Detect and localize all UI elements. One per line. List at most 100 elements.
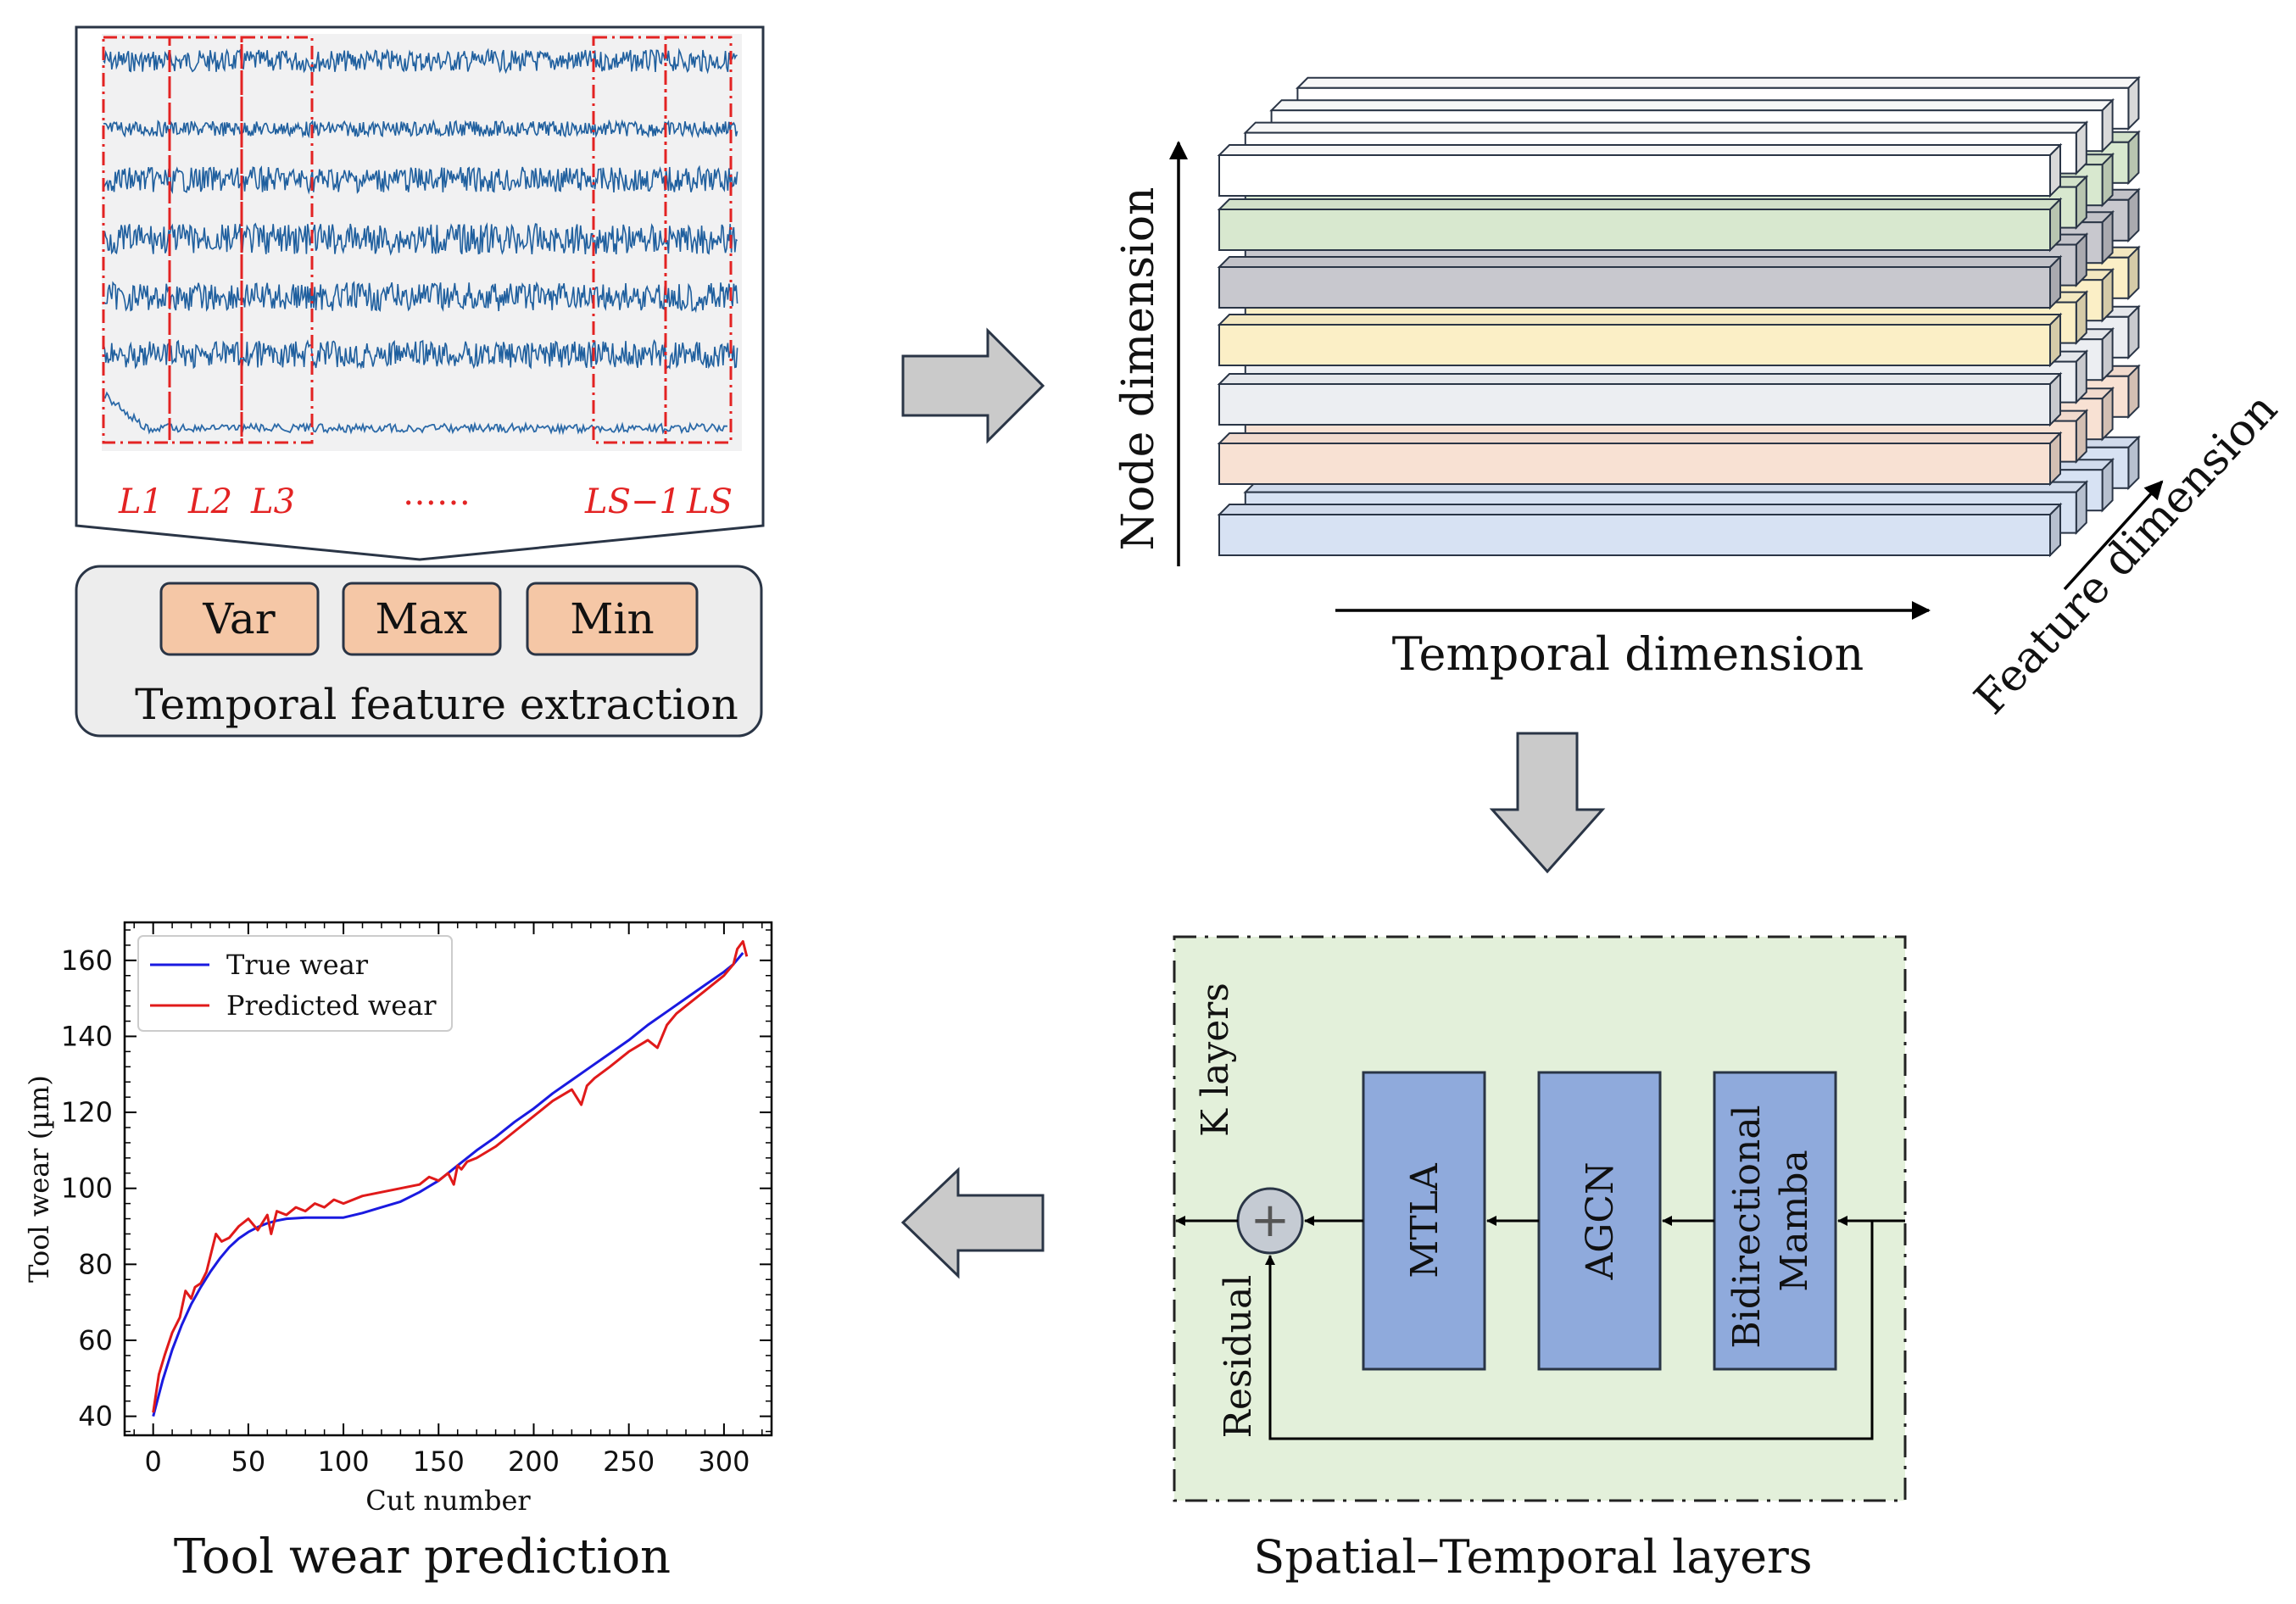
- tensor-slab-top: [1217, 198, 2063, 210]
- signal-trace-1: [103, 47, 738, 75]
- tensor-slab-side: [2049, 142, 2061, 198]
- tensor-slab-side: [2075, 480, 2087, 536]
- residual-label: Residual: [1217, 1275, 1260, 1439]
- tensor-slab-side: [2127, 245, 2140, 301]
- signal-trace-2: [103, 119, 738, 139]
- tensor-slab-side: [2127, 435, 2140, 491]
- feature-axis-arrow: [2063, 480, 2164, 591]
- x-axis-label: Cut number: [365, 1484, 531, 1517]
- temporal-axis-label: Temporal dimension: [1392, 627, 1864, 681]
- mamba-label-line1: Bidirectional: [1725, 1105, 1769, 1348]
- tensor-slab-front: [1218, 266, 2051, 309]
- tensor-slab-side: [2101, 386, 2114, 442]
- feature-var-label: Var: [202, 594, 275, 643]
- segment-label-ls: LS: [686, 482, 733, 521]
- segment-window-3: [240, 36, 314, 444]
- tensor-slab-top: [1217, 144, 2063, 156]
- tensor-slab-side: [2101, 326, 2114, 382]
- feature-max-label: Max: [375, 594, 467, 643]
- feature-max: Max: [342, 582, 502, 656]
- node-axis-label: Node dimension: [1113, 187, 1164, 551]
- tensor-slab-front: [1218, 324, 2051, 366]
- tensor-slab-side: [2049, 312, 2061, 368]
- tensor-slab-side: [2049, 371, 2061, 427]
- segment-windows: [102, 36, 733, 444]
- arrow-down: [1489, 732, 1606, 874]
- mtla-box: [1362, 1071, 1486, 1371]
- segment-label-ls-1: LS−1: [584, 482, 681, 521]
- segment-label-l1: L1: [118, 482, 163, 521]
- signal-trace-5: [103, 281, 738, 314]
- feature-min-box: [526, 582, 699, 656]
- x-tick-label: 100: [318, 1445, 370, 1478]
- signal-background: [102, 34, 742, 451]
- tensor-slab-front: [1218, 514, 2051, 556]
- k-layers-label: K layers: [1194, 983, 1237, 1137]
- series-line-true-wear: [152, 951, 744, 1417]
- y-tick-label: 40: [78, 1401, 113, 1433]
- legend-label: True wear: [226, 949, 369, 981]
- mamba-label: Bidirectional Mamba: [1725, 1093, 1816, 1348]
- arrow-left: [900, 1167, 1045, 1279]
- legend-box: [137, 935, 453, 1032]
- x-tick-label: 50: [231, 1445, 266, 1478]
- tensor-slab-side: [2075, 232, 2087, 288]
- tensor-slab-side: [2127, 364, 2140, 420]
- tensor-slab-top: [1243, 121, 2089, 134]
- feature-min-label: Min: [570, 594, 654, 643]
- feature-var-box: [159, 582, 320, 656]
- tensor-slab-front: [1218, 154, 2051, 197]
- block-mtla: MTLA: [1362, 1071, 1486, 1371]
- st-panel: K layers MTLA AGCN Bidirectional Mamba +…: [1173, 935, 1907, 1584]
- segment-labels: L1 L2 L3 …… LS−1 LS: [118, 474, 733, 521]
- tensor-slab-top: [1295, 76, 2141, 89]
- legend-label: Predicted wear: [226, 989, 437, 1022]
- signal-panel: L1 L2 L3 …… LS−1 LS Var Max Min Temporal…: [75, 25, 765, 738]
- tensor-slab-side: [2101, 209, 2114, 265]
- tensor-slab-front: [1218, 383, 2051, 426]
- arrow-right: [901, 327, 1045, 444]
- segment-label-l2: L2: [187, 482, 232, 521]
- tensor-slab-side: [2075, 409, 2087, 465]
- tensor-slab-front: [1218, 443, 2051, 485]
- x-tick-label: 300: [698, 1445, 750, 1478]
- tensor-slab-side: [2101, 152, 2114, 208]
- x-tick-label: 250: [603, 1445, 655, 1478]
- block-bidirectional-mamba: Bidirectional Mamba: [1713, 1071, 1837, 1371]
- tensor-slab-side: [2101, 267, 2114, 323]
- x-tick-label: 0: [144, 1445, 161, 1478]
- signal-trace-7: [103, 391, 727, 436]
- segment-window-5: [664, 36, 733, 444]
- tensor-slab-front: [1218, 209, 2051, 251]
- tensor-slab-side: [2075, 349, 2087, 405]
- prediction-caption: Tool wear prediction: [174, 1529, 671, 1585]
- signal-trace-4: [103, 221, 738, 256]
- signal-trace-6: [103, 338, 738, 370]
- agcn-label: AGCN: [1579, 1161, 1622, 1280]
- agcn-box: [1537, 1071, 1662, 1371]
- segment-ellipsis: ……: [403, 474, 471, 513]
- feature-extraction-caption: Temporal feature extraction: [135, 680, 738, 729]
- y-tick-label: 140: [61, 1020, 113, 1052]
- tensor-slab-side: [2049, 502, 2061, 558]
- tensor-slab-top: [1269, 99, 2115, 112]
- x-tick-label: 200: [508, 1445, 560, 1478]
- tensor-slab-side: [2049, 197, 2061, 253]
- block-agcn: AGCN: [1537, 1071, 1662, 1371]
- residual-path: [1265, 1221, 1874, 1440]
- tensor-slab-side: [2075, 175, 2087, 231]
- feature-var: Var: [159, 582, 320, 656]
- y-tick-label: 60: [78, 1324, 113, 1356]
- tensor-slab-side: [2075, 290, 2087, 346]
- tensor-slab-side: [2049, 254, 2061, 310]
- tensor-slab-top: [1217, 504, 2063, 515]
- tensor-slab-side: [2127, 187, 2140, 243]
- segment-window-1: [102, 36, 171, 444]
- tensor-slab-top: [1217, 314, 2063, 326]
- mamba-label-line2: Mamba: [1773, 1150, 1816, 1291]
- y-tick-label: 80: [78, 1248, 113, 1280]
- signal-traces: [103, 47, 738, 436]
